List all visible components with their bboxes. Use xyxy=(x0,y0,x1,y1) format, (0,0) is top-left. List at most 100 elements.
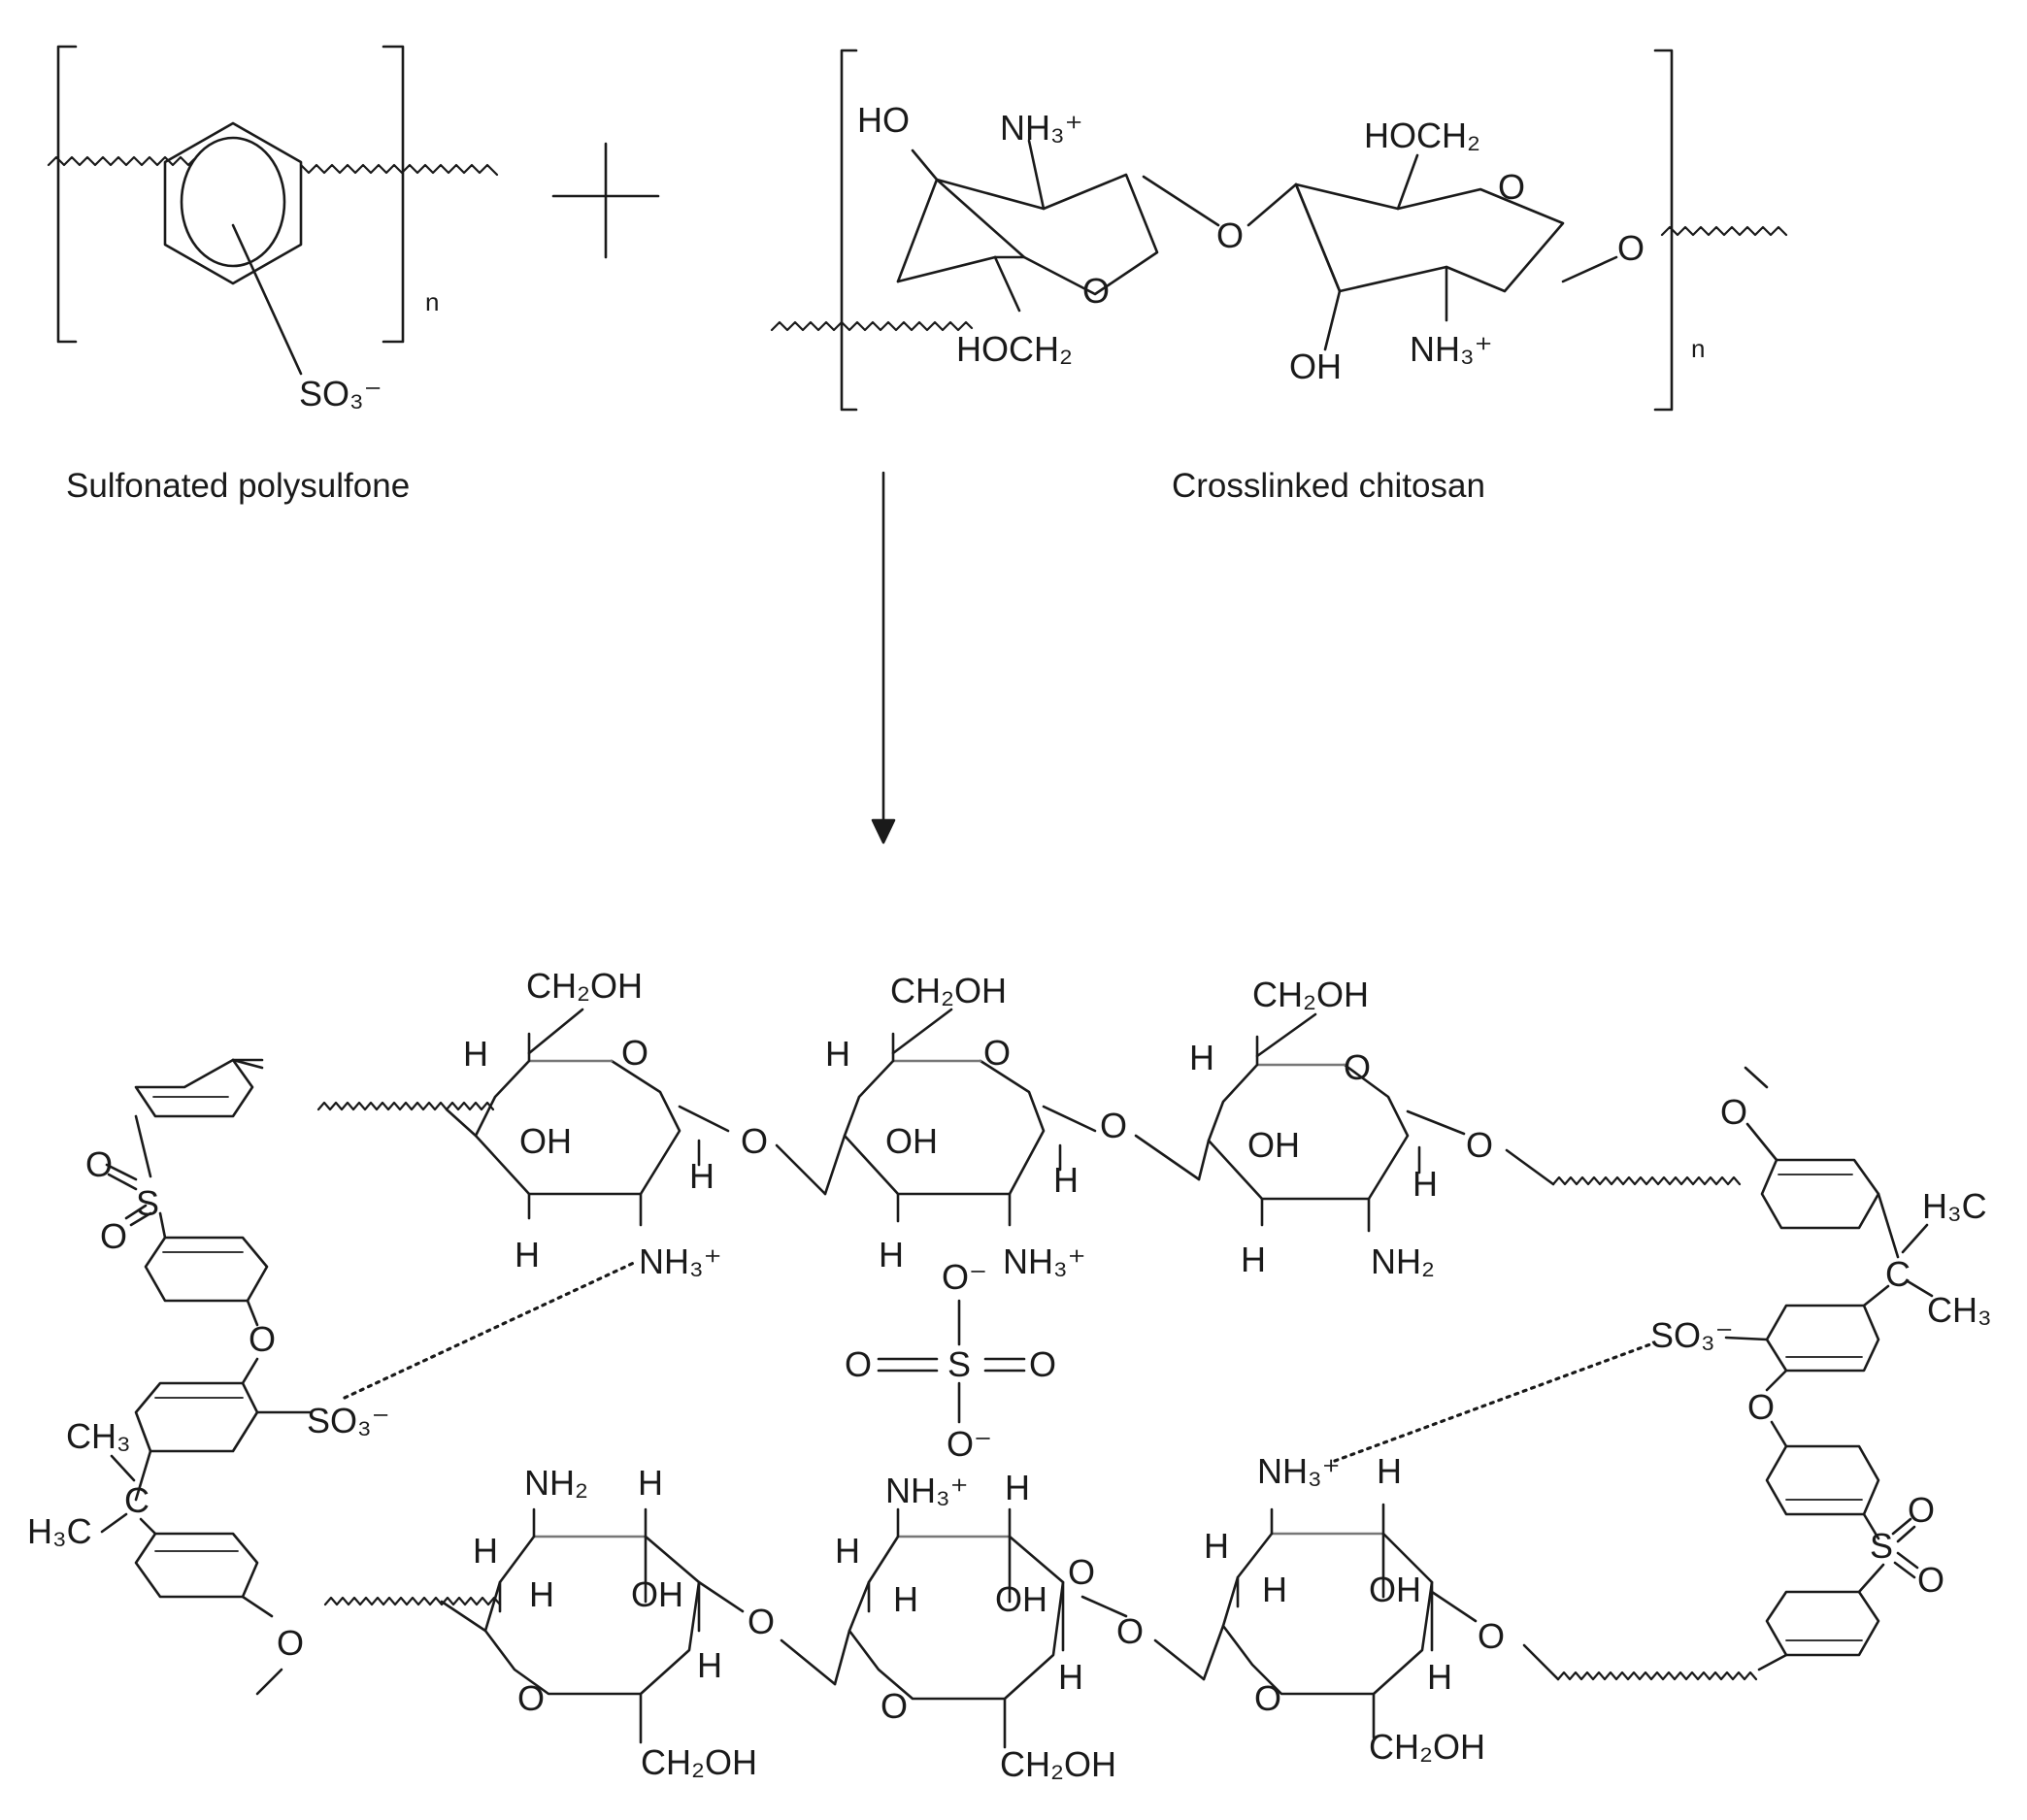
bottom-ring1-oh: OH xyxy=(631,1574,683,1614)
chain-wavy-left-chitosan xyxy=(770,320,974,332)
top-ring2-nh3: NH₃⁺ xyxy=(1003,1241,1086,1281)
product-complex-structure: CH₂OH H O OH H H NH₃⁺ O CH₂OH H O OH H H xyxy=(27,966,1992,1784)
bracket-left xyxy=(56,45,78,344)
chitosan-label-nh3-top: NH₃⁺ xyxy=(1000,108,1083,148)
bottom-ring3-oh: OH xyxy=(1369,1570,1421,1609)
benzene-ring xyxy=(163,121,303,285)
sulfonate-label: SO₃⁻ xyxy=(299,374,382,414)
bottom-ring1-h-top: H xyxy=(638,1463,663,1503)
chitosan-label-hoch2-top: HOCH₂ xyxy=(1364,116,1480,155)
bottom-ring2-h-top: H xyxy=(1005,1468,1030,1507)
chitosan-label-bridge-o: O xyxy=(1216,215,1244,255)
top-ring3-o: O xyxy=(1344,1047,1371,1087)
left-sulfonyl-o-2: O xyxy=(100,1216,127,1256)
right-h3c: H₃C xyxy=(1922,1186,1987,1226)
bottom-glucosamine-ring-3: NH₃⁺ H H H OH O H CH₂OH xyxy=(1202,1451,1485,1767)
aromatic-circle xyxy=(180,136,286,268)
left-ether-o-2: O xyxy=(277,1623,304,1663)
top-ring1-o: O xyxy=(621,1033,648,1073)
chitosan-label-terminal-o: O xyxy=(1617,228,1645,268)
sulfate-s: S xyxy=(947,1344,971,1384)
top-ring3-h-upper: H xyxy=(1189,1038,1214,1077)
top-link-o-2: O xyxy=(1100,1106,1127,1145)
right-sulfonate-so3: SO₃⁻ xyxy=(1650,1315,1734,1355)
bottom-ring2-h-right: H xyxy=(1058,1657,1083,1697)
top-chain-wavy-right xyxy=(1551,1175,1742,1186)
bottom-ring3-h-left: H xyxy=(1204,1526,1229,1566)
top-ring1-oh: OH xyxy=(519,1121,572,1161)
crosslinked-chitosan-structure: HO NH₃⁺ HOCH₂ O O HOCH₂ O O OH NH₃⁺ n Cr… xyxy=(770,49,1788,505)
bottom-ring3-h-right: H xyxy=(1427,1657,1452,1697)
chain-wavy-right xyxy=(299,163,499,177)
top-ring2-o: O xyxy=(983,1033,1011,1073)
top-link-o-3: O xyxy=(1466,1125,1493,1165)
bottom-ring3-o: O xyxy=(1254,1678,1281,1718)
right-ether-o-1: O xyxy=(1720,1092,1747,1132)
top-ring1-h-right: H xyxy=(689,1156,714,1196)
bottom-ring1-h-inner: H xyxy=(529,1574,554,1614)
left-ether-o-1: O xyxy=(249,1319,276,1359)
bottom-ring1-nh2: NH₂ xyxy=(524,1463,588,1503)
top-chain-wavy-left xyxy=(316,1101,495,1111)
top-ring3-oh: OH xyxy=(1247,1125,1300,1165)
left-polysulfone-fragment: O S O O SO₃⁻ CH₃ C H₃C xyxy=(27,1058,390,1696)
sulfate-o-right: O xyxy=(1029,1344,1056,1384)
bottom-ring2-h-inner: H xyxy=(893,1579,918,1619)
bottom-ring3-h-inner: H xyxy=(1262,1570,1287,1609)
ionic-interaction-right xyxy=(1333,1342,1652,1463)
left-quaternary-c: C xyxy=(124,1480,150,1520)
right-sulfonyl-o-1: O xyxy=(1908,1490,1935,1530)
left-sulfonate-so3: SO₃⁻ xyxy=(307,1401,390,1440)
bottom-ring1-o: O xyxy=(517,1678,545,1718)
chitosan-ring-1 xyxy=(935,173,1159,296)
top-ring2-h-lower: H xyxy=(879,1235,904,1274)
bottom-chain-wavy-right xyxy=(1556,1671,1758,1681)
reaction-arrow-icon xyxy=(871,471,896,844)
bottom-ring2-oh: OH xyxy=(995,1579,1047,1619)
right-sulfonyl-s: S xyxy=(1870,1526,1893,1566)
bottom-ring2-o: O xyxy=(881,1686,908,1726)
bottom-ring2-nh3: NH₃⁺ xyxy=(885,1471,969,1510)
top-glucosamine-ring-2: CH₂OH H O OH H H NH₃⁺ xyxy=(823,971,1097,1281)
caption-crosslinked-chitosan: Crosslinked chitosan xyxy=(1172,467,1485,505)
top-ring3-nh2: NH₂ xyxy=(1371,1241,1435,1281)
bottom-ring3-h-top: H xyxy=(1377,1451,1402,1491)
chain-wavy-right-chitosan xyxy=(1660,225,1788,237)
top-ring1-h-upper: H xyxy=(463,1034,488,1074)
top-ring2-h-right: H xyxy=(1053,1160,1079,1200)
bottom-glucosamine-ring-1: NH₂ H H H OH O H CH₂OH xyxy=(473,1463,757,1782)
ionic-interaction-left xyxy=(343,1260,638,1400)
bottom-link-o-3: O xyxy=(1478,1616,1505,1656)
caption-sulfonated-polysulfone: Sulfonated polysulfone xyxy=(66,467,410,505)
left-sulfonyl-s: S xyxy=(136,1183,159,1223)
bottom-ring2-h-left: H xyxy=(835,1531,860,1571)
sulfate-o-minus-top: O⁻ xyxy=(942,1257,987,1297)
right-sulfonyl-o-2: O xyxy=(1917,1560,1944,1600)
top-link-o-1: O xyxy=(741,1121,768,1161)
bottom-ring2-ch2oh: CH₂OH xyxy=(1000,1744,1116,1784)
bottom-link-o-2b: O xyxy=(1116,1611,1144,1651)
plus-sign-icon xyxy=(551,142,660,259)
bottom-chain-wavy-left xyxy=(323,1596,502,1606)
bottom-ring1-ch2oh: CH₂OH xyxy=(641,1742,757,1782)
top-glucosamine-ring-3: CH₂OH H O OH H H NH₂ xyxy=(1189,975,1466,1281)
top-glucosamine-ring-1: CH₂OH H O OH H H NH₃⁺ xyxy=(463,966,730,1281)
right-ch3: CH₃ xyxy=(1927,1290,1992,1330)
left-ch3: CH₃ xyxy=(66,1416,131,1456)
top-ring2-h-upper: H xyxy=(825,1034,850,1074)
bracket-right-chitosan xyxy=(1653,49,1674,412)
right-polysulfone-fragment: O H₃C C CH₃ SO₃⁻ O O S xyxy=(1650,1066,1992,1671)
bottom-ring1-h-right: H xyxy=(697,1645,722,1685)
bottom-ring1-h-left: H xyxy=(473,1531,498,1571)
sulfate-anion-bridge: O⁻ O S O O⁻ xyxy=(845,1257,1056,1464)
top-ring3-h-right: H xyxy=(1412,1164,1438,1204)
sulfate-o-left: O xyxy=(845,1344,872,1384)
sulfate-o-minus-bottom: O⁻ xyxy=(947,1424,992,1464)
bracket-right xyxy=(382,45,405,344)
bottom-ring3-nh3: NH₃⁺ xyxy=(1257,1451,1341,1491)
repeat-unit-n-2: n xyxy=(1691,334,1705,363)
top-ring1-nh3: NH₃⁺ xyxy=(639,1241,722,1281)
top-ring2-oh: OH xyxy=(885,1121,938,1161)
chitosan-label-ring1-o: O xyxy=(1082,271,1110,311)
bottom-ring3-ch2oh: CH₂OH xyxy=(1369,1727,1485,1767)
